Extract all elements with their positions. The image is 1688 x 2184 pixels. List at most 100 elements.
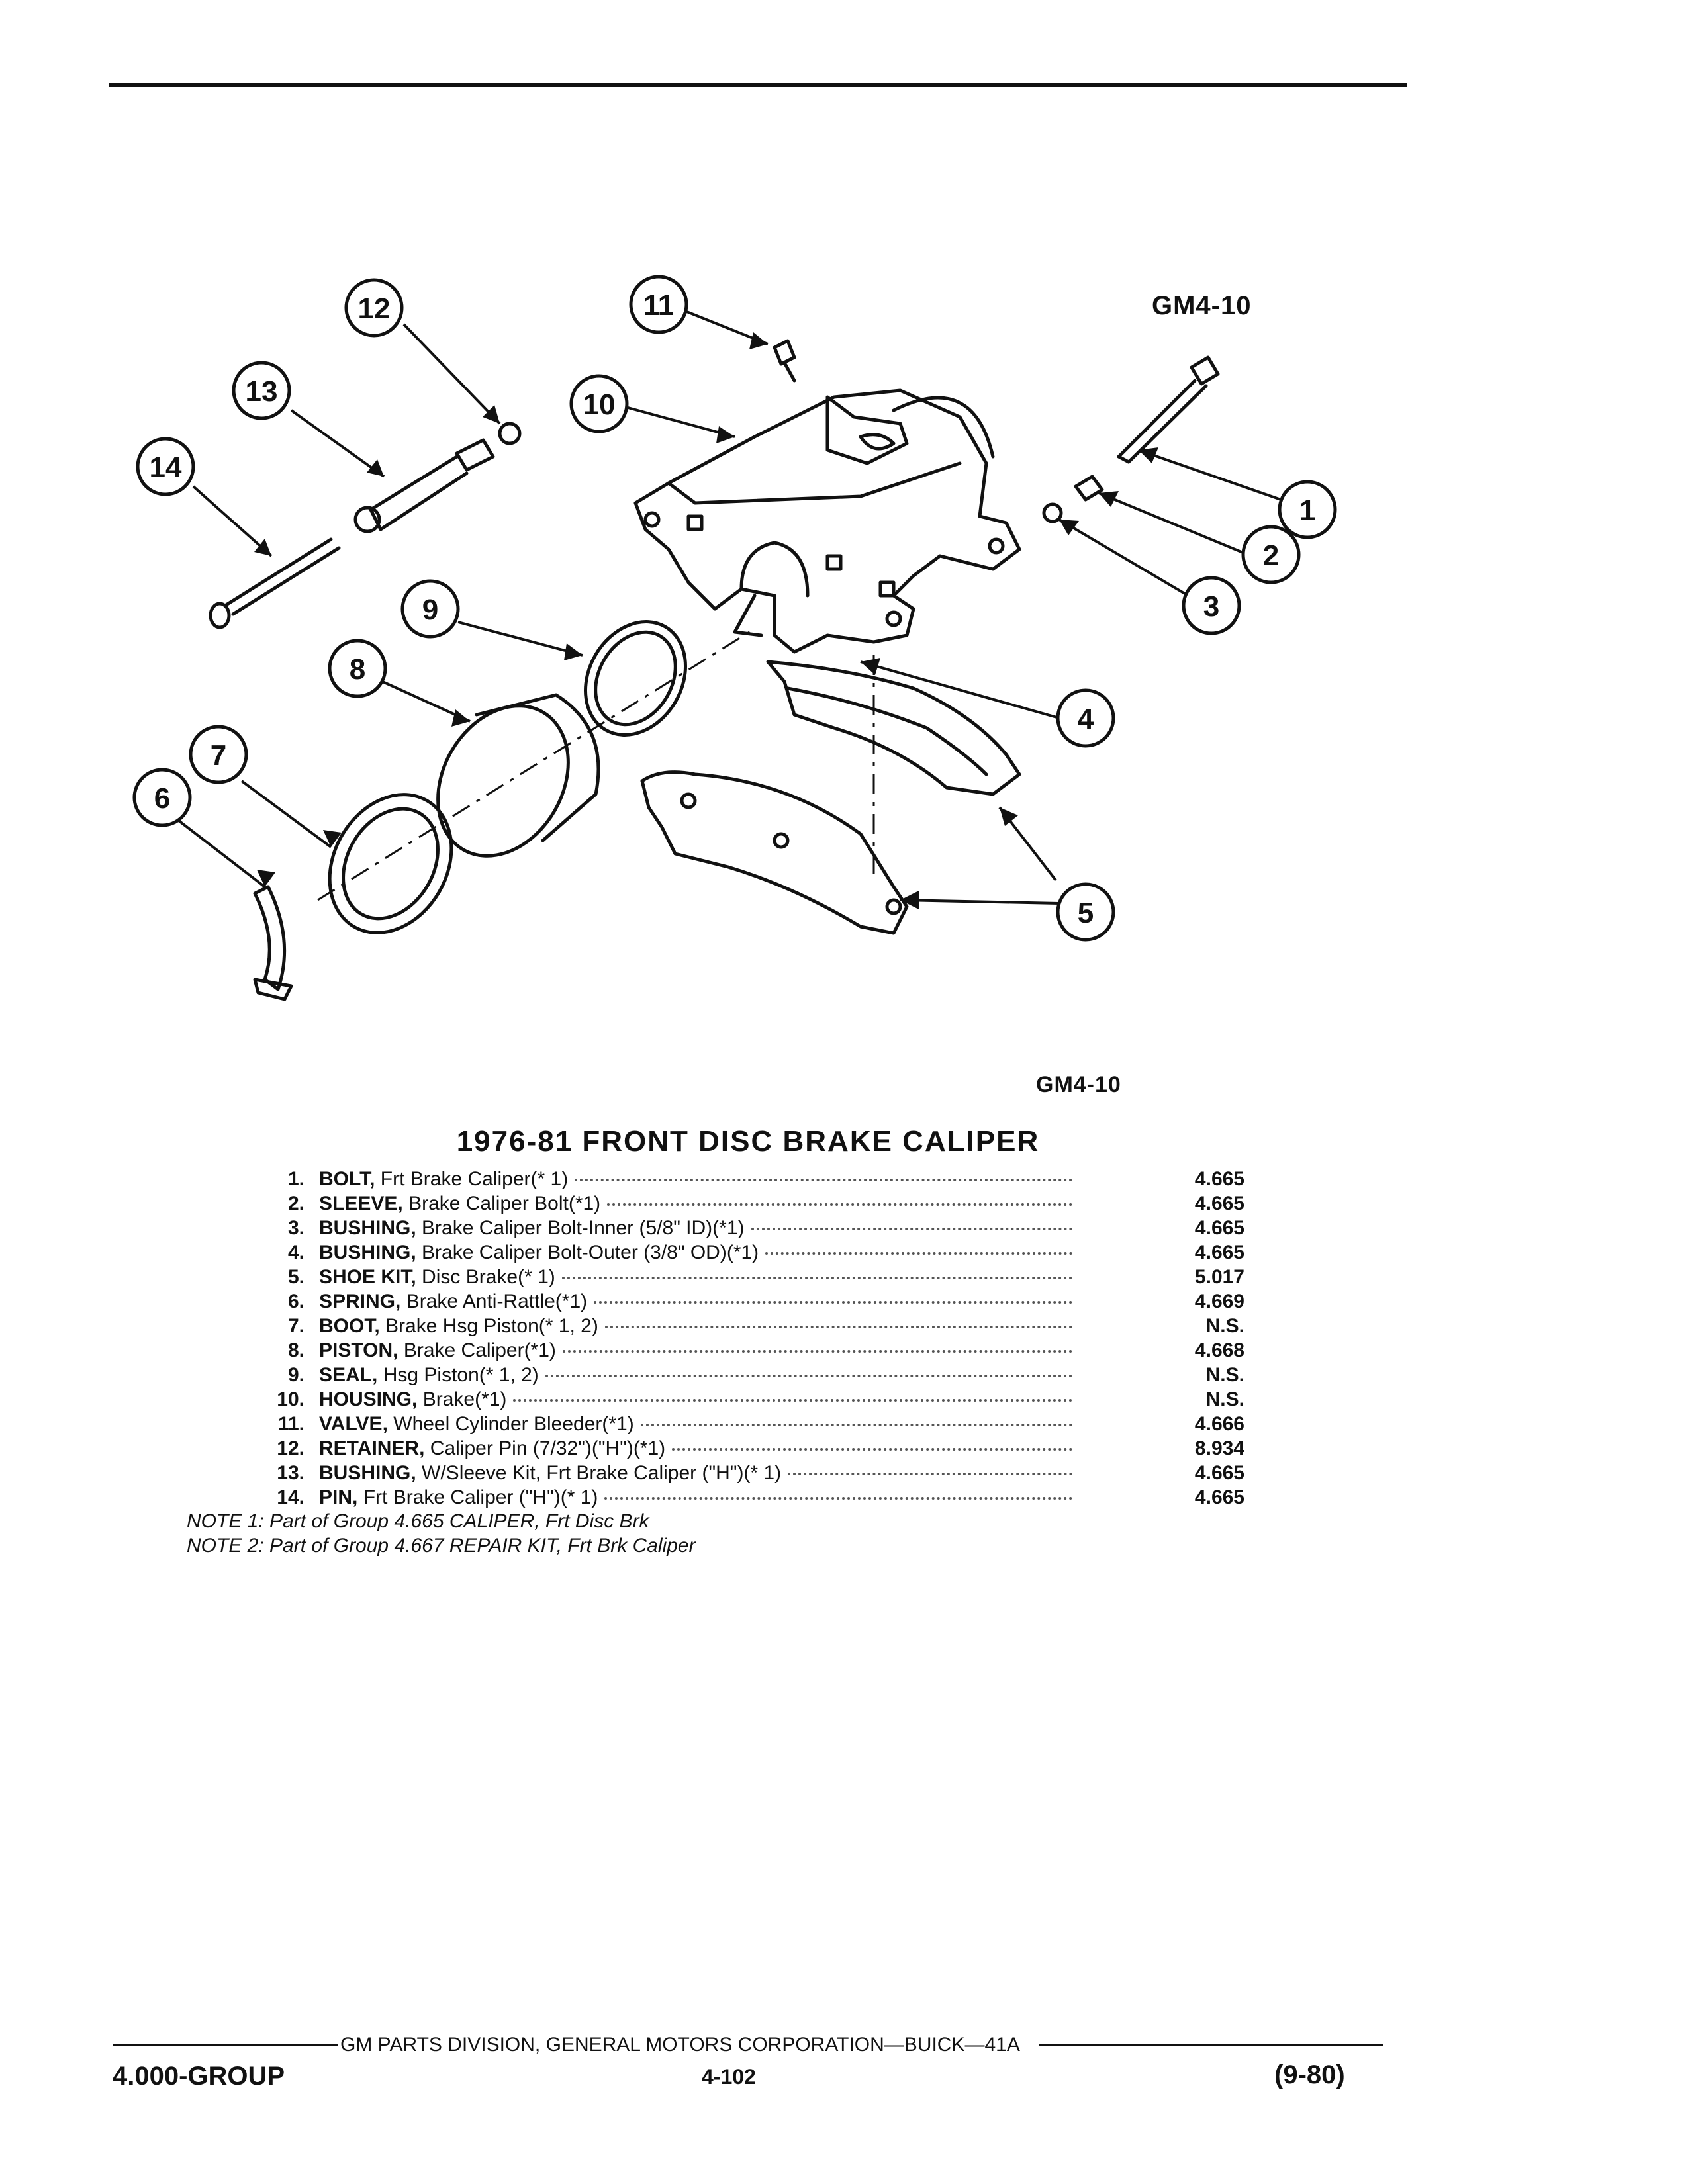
part-name: BOOT, <box>319 1315 380 1337</box>
callout-label-8: 8 <box>350 653 365 686</box>
part-number: 8. <box>287 1340 305 1361</box>
callout-label-13: 13 <box>246 375 278 408</box>
part-description: HOUSING, Brake(*1) <box>319 1387 1112 1412</box>
footer-group: 4.000-GROUP <box>113 2062 285 2091</box>
piston-drawing <box>436 693 600 858</box>
part-number: 2. <box>287 1193 305 1214</box>
part-row: 6.SPRING, Brake Anti-Rattle(*1)4.669 <box>252 1289 1244 1314</box>
dot-leader <box>604 1496 1072 1500</box>
callout-label-9: 9 <box>422 594 438 626</box>
part-number: 6. <box>287 1291 305 1312</box>
part-description: SEAL, Hsg Piston(* 1, 2) <box>319 1363 1112 1387</box>
part-number: 7. <box>287 1315 305 1337</box>
callout-label-1: 1 <box>1299 494 1315 527</box>
part-number: 1. <box>287 1168 305 1190</box>
part-description: RETAINER, Caliper Pin (7/32")("H")(*1) <box>319 1436 1112 1461</box>
part-row: 9.SEAL, Hsg Piston(* 1, 2)N.S. <box>252 1363 1244 1387</box>
part-number: 12. <box>277 1437 305 1459</box>
part-detail: Brake Caliper Bolt-Outer (3/8" OD)(*1) <box>422 1242 759 1263</box>
dot-leader <box>545 1374 1072 1377</box>
part-name: SEAL, <box>319 1364 378 1386</box>
part-detail: Frt Brake Caliper ("H")(* 1) <box>363 1486 598 1508</box>
part-row: 12. RETAINER, Caliper Pin (7/32")("H")(*1… <box>252 1436 1244 1461</box>
part-detail: Caliper Pin (7/32")("H")(*1) <box>430 1437 666 1459</box>
note-1: NOTE 1: Part of Group 4.665 CALIPER, Frt… <box>187 1510 649 1532</box>
part-detail: W/Sleeve Kit, Frt Brake Caliper ("H")(* … <box>422 1462 782 1484</box>
part-description-text: BUSHING, Brake Caliper Bolt-Inner (5/8" … <box>319 1216 745 1240</box>
dot-leader <box>640 1423 1072 1426</box>
part-name: HOUSING, <box>319 1388 418 1410</box>
part-description-text: VALVE, Wheel Cylinder Bleeder(*1) <box>319 1412 634 1436</box>
part-row: 10. HOUSING, Brake(*1) N.S. <box>252 1387 1244 1412</box>
part-name: PIN, <box>319 1486 358 1508</box>
dot-leader <box>562 1349 1072 1353</box>
callout-circle-9 <box>400 579 460 639</box>
part-detail: Brake(*1) <box>422 1388 507 1410</box>
part-group-number: N.S. <box>1205 1315 1244 1337</box>
part-description-text: HOUSING, Brake(*1) <box>319 1387 506 1412</box>
part-detail: Brake Anti-Rattle(*1) <box>406 1291 588 1312</box>
part-number: 14. <box>277 1486 305 1508</box>
callout-circle-1 <box>1278 480 1337 539</box>
part-row: 1.BOLT, Frt Brake Caliper(* 1)4.665 <box>252 1167 1244 1191</box>
part-description-text: RETAINER, Caliper Pin (7/32")("H")(*1) <box>319 1436 665 1461</box>
part-description-text: BOOT, Brake Hsg Piston(* 1, 2) <box>319 1314 598 1338</box>
part-number: 3. <box>287 1217 305 1239</box>
part-description: BOOT, Brake Hsg Piston(* 1, 2) <box>319 1314 1112 1338</box>
part-row: 13. BUSHING, W/Sleeve Kit, Frt Brake Cali… <box>252 1461 1244 1485</box>
retainer-drawing <box>498 422 522 445</box>
part-group-number: 4.666 <box>1194 1413 1244 1435</box>
part-description: PISTON, Brake Caliper(*1) <box>319 1338 1112 1363</box>
part-description-text: SEAL, Hsg Piston(* 1, 2) <box>319 1363 539 1387</box>
part-row: 2.SLEEVE, Brake Caliper Bolt(*1)4.665 <box>252 1191 1244 1216</box>
part-group-number: 4.665 <box>1194 1486 1244 1508</box>
caliper-housing-drawing <box>633 388 1021 654</box>
part-row: 7. BOOT, Brake Hsg Piston(* 1, 2) N.S. <box>252 1314 1244 1338</box>
part-group-number: N.S. <box>1205 1388 1244 1410</box>
part-description-text: BUSHING, Brake Caliper Bolt-Outer (3/8" … <box>319 1240 759 1265</box>
callout-circle-13 <box>232 361 291 420</box>
dot-leader <box>672 1447 1072 1451</box>
part-group-number: 4.665 <box>1194 1168 1244 1190</box>
part-name: BOLT, <box>319 1168 375 1190</box>
part-description-text: PISTON, Brake Caliper(*1) <box>319 1338 556 1363</box>
part-name: VALVE, <box>319 1413 388 1435</box>
caliper-bolt-drawing <box>1117 355 1220 464</box>
callout-label-14: 14 <box>150 451 182 484</box>
part-name: BUSHING, <box>319 1462 416 1484</box>
part-number: 13. <box>277 1462 305 1484</box>
part-group-number: 4.665 <box>1194 1242 1244 1263</box>
callout-circle-3 <box>1182 576 1241 635</box>
part-group-number: 8.934 <box>1194 1437 1244 1459</box>
notes: NOTE 1: Part of Group 4.665 CALIPER, Frt… <box>187 1509 696 1558</box>
footer-rule-right <box>1038 2044 1383 2046</box>
inner-shoe-drawing <box>766 660 1021 796</box>
part-detail: Wheel Cylinder Bleeder(*1) <box>393 1413 634 1435</box>
part-number: 10. <box>277 1388 305 1410</box>
footer-rule-left <box>113 2044 338 2046</box>
part-detail: Brake Caliper Bolt(*1) <box>408 1193 601 1214</box>
part-description-text: SPRING, Brake Anti-Rattle(*1) <box>319 1289 587 1314</box>
part-description: PIN, Frt Brake Caliper ("H")(* 1) <box>319 1485 1112 1510</box>
footer-date: (9-80) <box>1274 2060 1345 2089</box>
callout-label-2: 2 <box>1263 539 1279 572</box>
footer-page-number: 4-102 <box>702 2065 756 2089</box>
sleeve-bushing-drawing <box>1042 475 1104 523</box>
callout-circle-12 <box>344 278 404 338</box>
dot-leader <box>575 1178 1072 1181</box>
part-detail: Hsg Piston(* 1, 2) <box>383 1364 539 1386</box>
callout-circle-7 <box>189 725 248 784</box>
dot-leader <box>594 1300 1072 1304</box>
footer-publisher: GM PARTS DIVISION, GENERAL MOTORS CORPOR… <box>340 2034 1020 2056</box>
callout-label-4: 4 <box>1078 703 1094 735</box>
part-description: BUSHING, Brake Caliper Bolt-Outer (3/8" … <box>319 1240 1112 1265</box>
part-group-number: 4.665 <box>1194 1193 1244 1214</box>
part-description: BUSHING, Brake Caliper Bolt-Inner (5/8" … <box>319 1216 1112 1240</box>
callout-circle-6 <box>132 768 192 827</box>
part-description: BUSHING, W/Sleeve Kit, Frt Brake Caliper… <box>319 1461 1112 1485</box>
part-number: 11. <box>277 1413 305 1435</box>
part-description-text: BUSHING, W/Sleeve Kit, Frt Brake Caliper… <box>319 1461 781 1485</box>
part-detail: Brake Hsg Piston(* 1, 2) <box>385 1315 598 1337</box>
piston-seal-drawing <box>584 620 687 737</box>
